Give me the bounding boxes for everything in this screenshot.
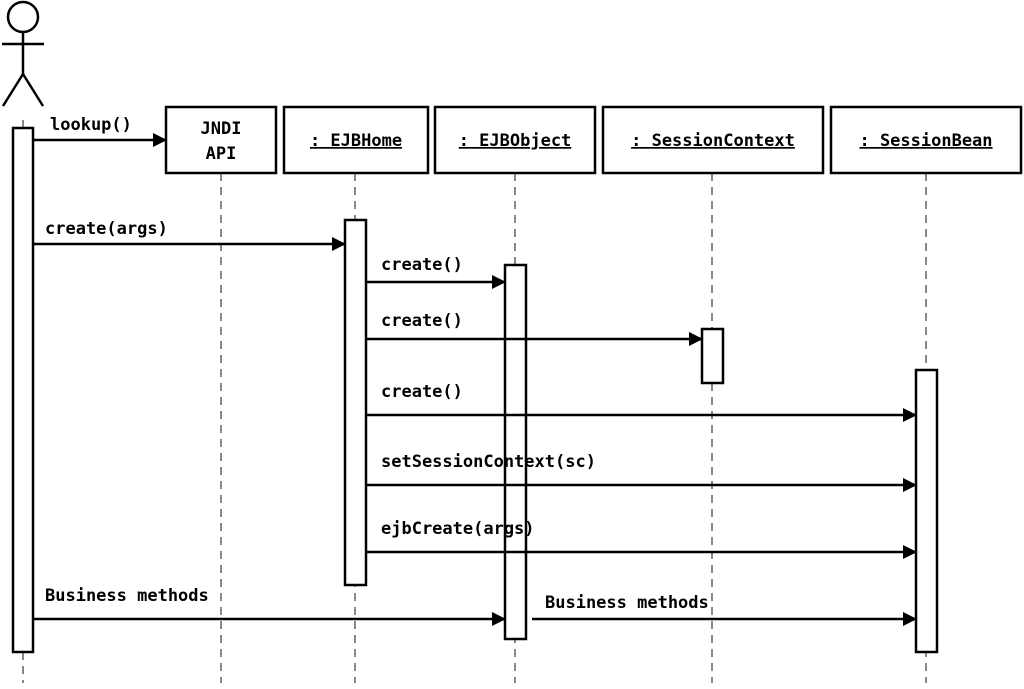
object-ejbhome: : EJBHome	[282, 105, 430, 175]
ejbhome-activation	[343, 218, 368, 587]
sessioncontext-activation	[700, 327, 725, 385]
object-sessionbean: : SessionBean	[829, 105, 1023, 175]
message-create-sessionbean: create()	[366, 382, 917, 422]
message-business-methods-bean-label: Business methods	[545, 593, 709, 613]
message-ejb-create-label: ejbCreate(args)	[381, 519, 535, 539]
actor-icon	[1, 0, 45, 107]
object-ejbhome-label: : EJBHome	[310, 131, 402, 151]
object-jndi-label-line1: JNDI	[201, 119, 242, 139]
message-lookup: lookup()	[33, 115, 167, 147]
actor-activation	[11, 126, 35, 654]
message-create-sessioncontext: create()	[366, 311, 703, 346]
message-set-session-context-label: setSessionContext(sc)	[381, 452, 596, 472]
message-create-sessionbean-label: create()	[381, 382, 463, 402]
object-jndi-api: JNDI API	[164, 105, 278, 175]
sessionbean-activation	[914, 368, 939, 654]
message-business-methods-client-label: Business methods	[45, 586, 209, 606]
message-set-session-context: setSessionContext(sc)	[366, 452, 917, 492]
object-ejbobject-label: : EJBObject	[459, 131, 572, 151]
message-create-args: create(args)	[33, 219, 346, 251]
message-ejb-create: ejbCreate(args)	[366, 519, 917, 559]
message-lookup-label: lookup()	[50, 115, 132, 135]
message-create-ejbobject-label: create()	[381, 255, 463, 275]
message-create-ejbobject: create()	[366, 255, 506, 289]
ejbobject-activation	[503, 263, 528, 641]
object-sessionbean-label: : SessionBean	[859, 131, 992, 151]
object-ejbobject: : EJBObject	[433, 105, 597, 175]
message-create-args-label: create(args)	[45, 219, 168, 239]
object-sessioncontext-label: : SessionContext	[631, 131, 795, 151]
object-sessioncontext: : SessionContext	[601, 105, 825, 175]
object-jndi-label-line2: API	[206, 144, 237, 164]
message-business-methods-client: Business methods	[33, 586, 506, 626]
message-create-sessioncontext-label: create()	[381, 311, 463, 331]
message-business-methods-bean: Business methods	[532, 593, 917, 626]
